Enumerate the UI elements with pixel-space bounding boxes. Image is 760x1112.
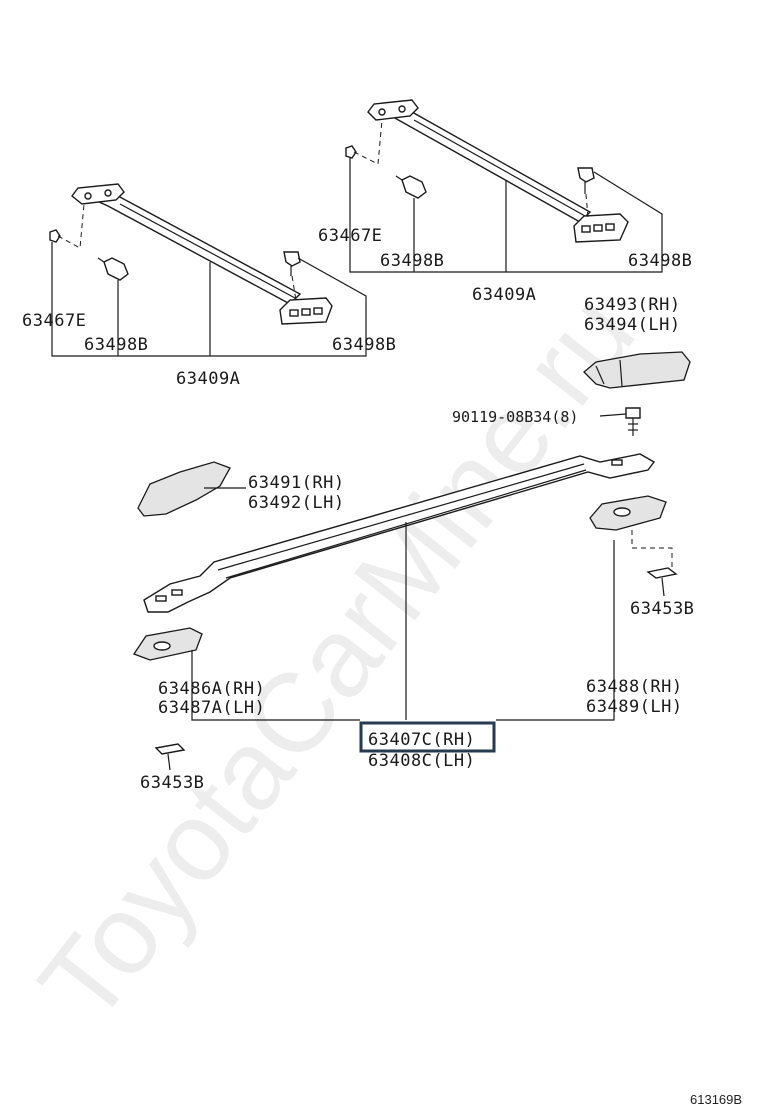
label-63409a-left[interactable]: 63409A — [176, 369, 240, 389]
label-63488[interactable]: 63488(RH) — [586, 677, 683, 697]
highlight-box — [359, 721, 496, 753]
roof-rail — [143, 453, 656, 613]
label-63489[interactable]: 63489(LH) — [586, 697, 683, 717]
label-63494[interactable]: 63494(LH) — [584, 315, 681, 335]
label-63498b-left-a[interactable]: 63498B — [84, 335, 148, 355]
plate-63453b-left — [154, 743, 186, 771]
diagram-code: 613169B — [690, 1092, 742, 1107]
cross-bar-left-assembly — [49, 183, 367, 357]
label-63486a[interactable]: 63486A(RH) — [158, 679, 265, 699]
label-63493[interactable]: 63493(RH) — [584, 295, 681, 315]
label-63498b-right-a[interactable]: 63498B — [380, 251, 444, 271]
part-labels: 63467E 63498B 63498B 63409A 63467E 63498… — [22, 226, 742, 1107]
label-63408c[interactable]: 63408C(LH) — [368, 751, 475, 771]
label-63407c[interactable]: 63407C(RH) — [368, 730, 475, 750]
bolt-90119 — [599, 407, 641, 436]
label-63498b-left-b[interactable]: 63498B — [332, 335, 396, 355]
cross-bar-right — [381, 111, 592, 223]
label-63492[interactable]: 63492(LH) — [248, 493, 345, 513]
label-63467e-left[interactable]: 63467E — [22, 311, 86, 331]
label-63453b-right[interactable]: 63453B — [630, 599, 694, 619]
label-90119[interactable]: 90119-08B34(8) — [452, 408, 578, 426]
end-cover-front — [137, 461, 246, 517]
end-cover-rear — [583, 351, 691, 389]
label-63498b-right-b[interactable]: 63498B — [628, 251, 692, 271]
cross-bar-right-assembly — [345, 99, 663, 273]
watermark: ToyotaCarMine.ru — [15, 271, 658, 1044]
rail-leg-front — [133, 627, 203, 661]
label-63409a-right[interactable]: 63409A — [472, 285, 536, 305]
label-63453b-left[interactable]: 63453B — [140, 773, 204, 793]
cross-bar-left-end-bracket — [71, 183, 125, 205]
label-63487a[interactable]: 63487A(LH) — [158, 698, 265, 718]
label-63467e-right[interactable]: 63467E — [318, 226, 382, 246]
label-63491[interactable]: 63491(RH) — [248, 473, 345, 493]
rail-leg-rear — [589, 495, 678, 597]
